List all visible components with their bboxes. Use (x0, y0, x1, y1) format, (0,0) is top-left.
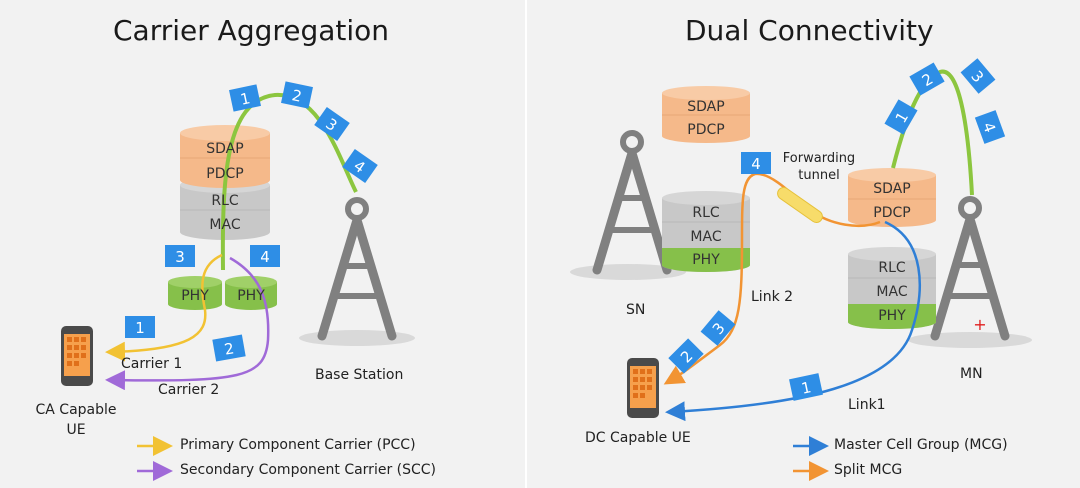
mn-tower-icon: + (908, 196, 1032, 348)
sn-stack-bottom (662, 191, 750, 272)
base-station-tower-icon (299, 197, 415, 346)
mcg-link-line (665, 220, 921, 422)
sn-label: SN (626, 302, 646, 318)
ca-phy-badge-3: 3 (165, 245, 195, 267)
ca-phone-icon (61, 326, 93, 386)
svg-text:4: 4 (751, 155, 761, 173)
svg-text:3: 3 (175, 248, 185, 266)
phy-left-1 (168, 276, 222, 310)
mn-arc-badge-1: 1 (884, 99, 918, 135)
scc-legend-label: Secondary Component Carrier (SCC) (180, 462, 437, 478)
ca-arc-badge-3: 3 (314, 106, 350, 142)
svg-text:+: + (973, 315, 986, 334)
split-mcg-legend-label: Split MCG (834, 462, 903, 478)
ca-stack-pdcp: PDCP (206, 166, 243, 182)
mn-sdap: SDAP (873, 181, 910, 197)
carrier-2-line (105, 256, 270, 391)
ca-green-arc (220, 92, 358, 271)
sn-phy: PHY (692, 252, 720, 268)
sn-sdap: SDAP (687, 99, 724, 115)
link1-label: Link1 (848, 397, 886, 413)
ca-arc-badge-2: 2 (281, 81, 313, 109)
link2-badge-3: 3 (700, 310, 736, 346)
carrier-2-label: Carrier 2 (158, 382, 220, 398)
mn-rlc: RLC (878, 260, 906, 276)
forwarding-tunnel-icon (777, 187, 823, 223)
mn-mac: MAC (876, 284, 907, 300)
carrier-1-label: Carrier 1 (121, 356, 183, 372)
mn-arc-badge-3: 3 (960, 58, 996, 94)
ca-stack-sdap: SDAP (206, 141, 243, 157)
ca-title: Carrier Aggregation (113, 14, 390, 47)
ca-ue-label: CA Capable UE (35, 402, 117, 438)
mn-label: MN (960, 366, 983, 382)
svg-text:1: 1 (800, 378, 813, 398)
svg-text:2: 2 (290, 86, 303, 106)
mn-phy: PHY (878, 308, 906, 324)
link2-label: Link 2 (751, 289, 794, 305)
dc-phone-icon (627, 358, 659, 418)
ca-carrier-badge-2: 2 (212, 334, 246, 362)
forwarding-tunnel-label: Forwarding tunnel (782, 151, 856, 183)
mcg-legend-label: Master Cell Group (MCG) (834, 437, 1008, 453)
sn-pdcp: PDCP (687, 122, 724, 138)
ca-phy-2-label: PHY (237, 288, 265, 304)
ca-phy-1-label: PHY (181, 288, 209, 304)
sn-stack-top (662, 86, 750, 143)
mn-stack-top (848, 168, 936, 227)
svg-text:1: 1 (135, 319, 145, 337)
svg-text:4: 4 (260, 248, 270, 266)
carrier-aggregation-panel (0, 0, 525, 488)
mn-arc-badge-4: 4 (974, 110, 1006, 144)
svg-text:1: 1 (239, 89, 252, 109)
ca-stack-rlc: RLC (211, 193, 239, 209)
ca-arc-badge-1: 1 (229, 84, 261, 112)
sn-tower-icon (570, 130, 686, 280)
pcc-legend-label: Primary Component Carrier (PCC) (180, 437, 416, 453)
ca-arc-badge-4: 4 (342, 148, 378, 184)
ca-stack-mac: MAC (209, 217, 240, 233)
link1-badge-1: 1 (789, 373, 823, 401)
dc-ue-label: DC Capable UE (585, 430, 691, 446)
link2-badge-2: 2 (668, 338, 704, 374)
carrier-1-line (105, 253, 223, 362)
sn-mac: MAC (690, 229, 721, 245)
mn-pdcp: PDCP (873, 205, 910, 221)
forward-badge-4: 4 (741, 152, 771, 174)
mn-arc-badge-2: 2 (909, 62, 945, 96)
ca-carrier-badge-1: 1 (125, 316, 155, 338)
base-station-label: Base Station (315, 367, 404, 383)
svg-text:2: 2 (223, 339, 236, 358)
dc-title: Dual Connectivity (685, 14, 934, 47)
sn-rlc: RLC (692, 205, 720, 221)
ca-phy-badge-4: 4 (250, 245, 280, 267)
